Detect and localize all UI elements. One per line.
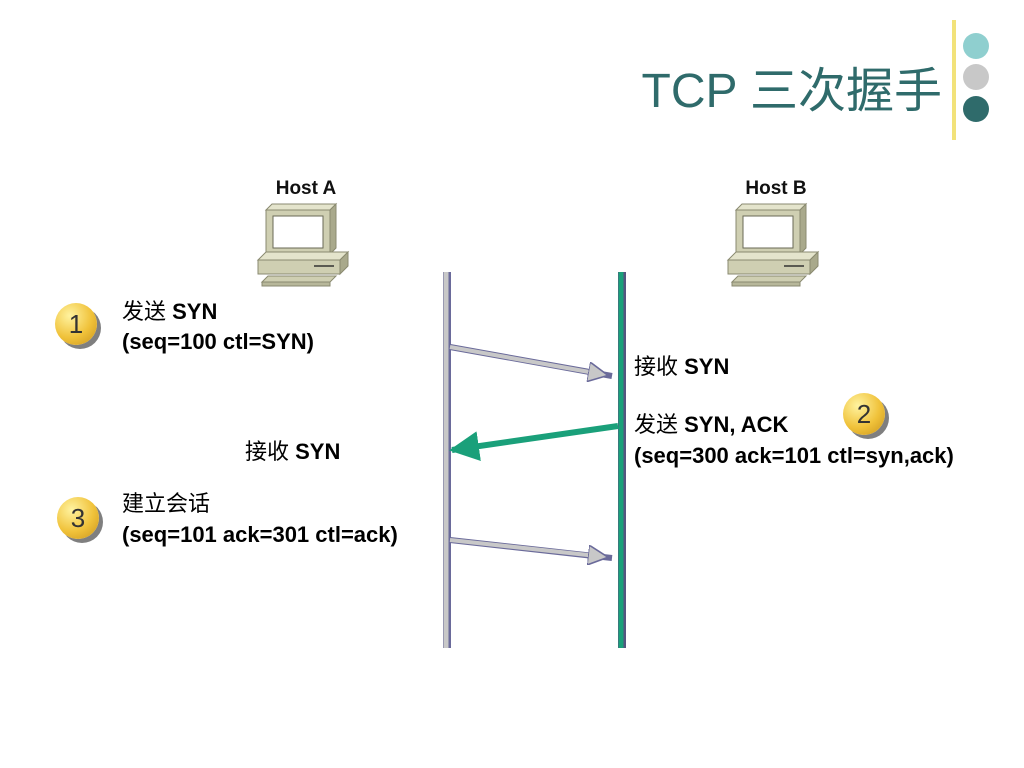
step2-send-en: SYN, ACK — [684, 412, 789, 437]
step-badge-1: 1 — [55, 303, 97, 345]
step3-establish-text: 建立会话 — [122, 491, 211, 516]
step-badge-3: 3 — [57, 497, 99, 539]
step3-params: (seq=101 ack=301 ctl=ack) — [122, 522, 398, 547]
syn-ack-arrow — [449, 423, 619, 461]
host-b-timeline — [618, 272, 626, 648]
computer-icon — [726, 202, 820, 287]
step2-send-zh: 发送 — [634, 412, 685, 437]
recv-zh: 接收 — [634, 354, 685, 379]
recv-en: SYN — [684, 354, 730, 379]
decor-dot-1 — [963, 33, 989, 59]
host-a-label: Host A — [275, 178, 337, 199]
decor-dot-2 — [963, 64, 989, 90]
step1-send-zh: 发送 — [122, 299, 173, 324]
recv-a-zh: 接收 — [245, 439, 296, 464]
host-a-receive-syn: 接收 SYN — [245, 437, 340, 466]
host-b-label: Host B — [745, 178, 807, 199]
step-badge-2: 2 — [843, 393, 885, 435]
ack-arrow — [449, 537, 613, 558]
step1-params: (seq=100 ctl=SYN) — [122, 329, 314, 354]
host-b-receive-syn: 接收 SYN — [634, 352, 729, 381]
recv-a-en: SYN — [295, 439, 341, 464]
host-a-timeline — [443, 272, 451, 648]
step2-send-text: 发送 SYN, ACK — [634, 410, 788, 439]
syn-arrow — [449, 344, 613, 376]
slide-title: TCP 三次握手 — [641, 65, 942, 118]
title-accent-line — [952, 20, 956, 140]
step2-params: (seq=300 ack=101 ctl=syn,ack) — [634, 443, 954, 468]
decor-dot-3 — [963, 96, 989, 122]
step1-send-en: SYN — [172, 299, 218, 324]
step1-send-text: 发送 SYN — [122, 297, 217, 326]
computer-icon — [256, 202, 350, 287]
